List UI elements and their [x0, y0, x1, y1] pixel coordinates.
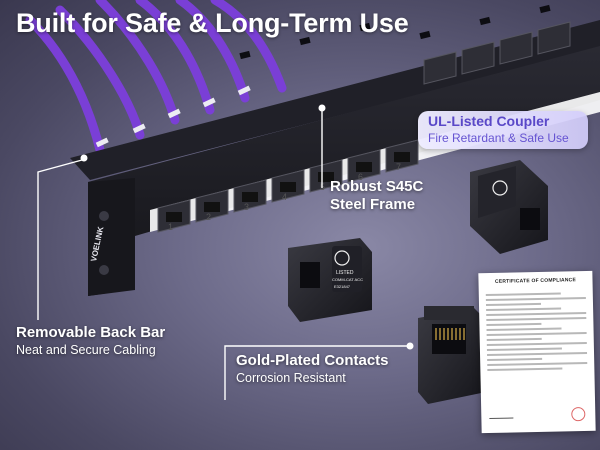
coupler-callout-subtitle: Fire Retardant & Safe Use [428, 131, 569, 145]
contacts-callout-subtitle: Corrosion Resistant [236, 371, 346, 385]
port-number: 7 [396, 162, 401, 172]
back-bar-callout: Removable Back Bar Neat and Secure Cabli… [16, 324, 165, 358]
gold-contact-pins [435, 328, 465, 340]
certificate-of-compliance: CERTIFICATE OF COMPLIANCE [478, 270, 596, 434]
keystone-coupler-center: LISTED COMM-CAT ACC E321847 [288, 238, 372, 322]
port-number: 1 [168, 222, 173, 232]
port-number: 3 [244, 202, 249, 212]
port-number: 6 [358, 172, 363, 182]
ul-mark-icon [492, 180, 508, 196]
callout-leader-lines [37, 104, 414, 400]
certificate-signature [489, 414, 514, 420]
backbar-callout-subtitle: Neat and Secure Cabling [16, 343, 156, 357]
ul-listed-coupler-badge: UL-Listed Coupler Fire Retardant & Safe … [418, 111, 588, 149]
mount-hole [99, 265, 109, 275]
certificate-body [485, 289, 588, 374]
ul-mark-icon [334, 250, 350, 266]
coupler-code: E321847 [334, 284, 351, 289]
coupler-listed: LISTED [336, 270, 354, 276]
backbar-callout-title: Removable Back Bar [16, 324, 166, 341]
purple-cables [25, 0, 287, 155]
coupler-line2: COMM-CAT ACC [332, 277, 363, 282]
certificate-heading: CERTIFICATE OF COMPLIANCE [494, 277, 577, 285]
coupler-callout-title: UL-Listed Coupler [428, 113, 550, 129]
frame-callout-line2: Steel Frame [330, 196, 416, 213]
gold-contacts-callout: Gold-Plated Contacts Corrosion Resistant [236, 352, 389, 386]
steel-frame-callout: Robust S45C Steel Frame [330, 178, 423, 214]
cable-ties [95, 85, 251, 148]
port-number: 4 [282, 192, 287, 202]
headline: Built for Safe & Long-Term Use [16, 8, 409, 38]
certificate-seal-icon [571, 407, 586, 422]
keystone-coupler-right [470, 160, 548, 254]
back-bar-slots [239, 4, 551, 60]
keystone-coupler-gold-contacts [418, 306, 486, 404]
rj45-ports [157, 21, 571, 233]
frame-callout-line1: Robust S45C [330, 178, 424, 195]
port-number: 2 [206, 212, 211, 222]
contacts-callout-title: Gold-Plated Contacts [236, 352, 389, 369]
mount-hole [99, 211, 109, 221]
